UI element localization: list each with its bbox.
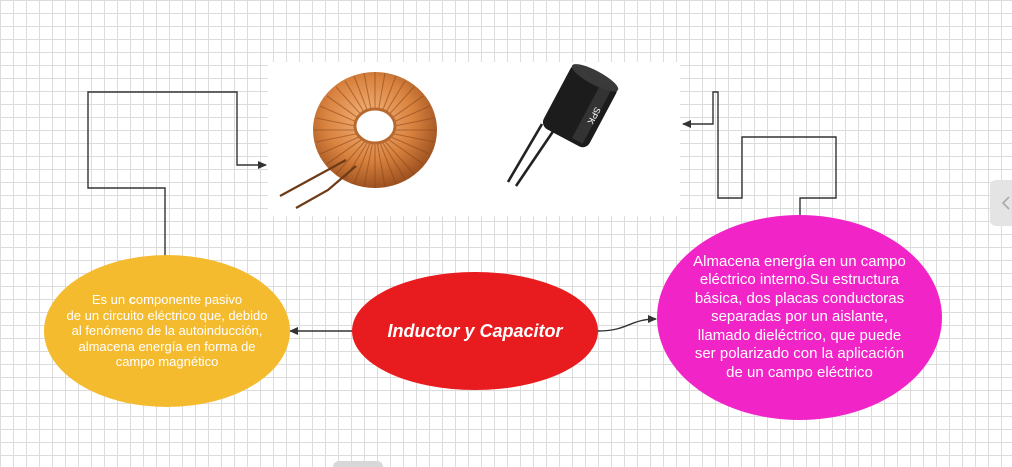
inductor-definition-text: Es un componente pasivo de un circuito e…	[66, 292, 268, 370]
capacitor-definition-node[interactable]: Almacena energía en un campo eléctrico i…	[657, 215, 942, 420]
central-topic-node[interactable]: Inductor y Capacitor	[352, 272, 598, 390]
chevron-left-icon	[1001, 196, 1010, 210]
capacitor-image[interactable]: SPK	[450, 62, 680, 216]
bottom-panel-handle[interactable]	[333, 461, 383, 467]
inductor-definition-node[interactable]: Es un componente pasivo de un circuito e…	[44, 255, 290, 407]
capacitor-definition-text: Almacena energía en un campo eléctrico i…	[693, 252, 906, 381]
connector-center-to-capacitor-def	[597, 315, 657, 332]
side-panel-toggle[interactable]	[990, 180, 1012, 226]
connector-capacitor-def-to-image	[682, 91, 837, 216]
connector-inductor-def-to-image	[87, 91, 267, 256]
inductor-image[interactable]	[268, 62, 450, 216]
central-topic-text: Inductor y Capacitor	[387, 320, 563, 341]
